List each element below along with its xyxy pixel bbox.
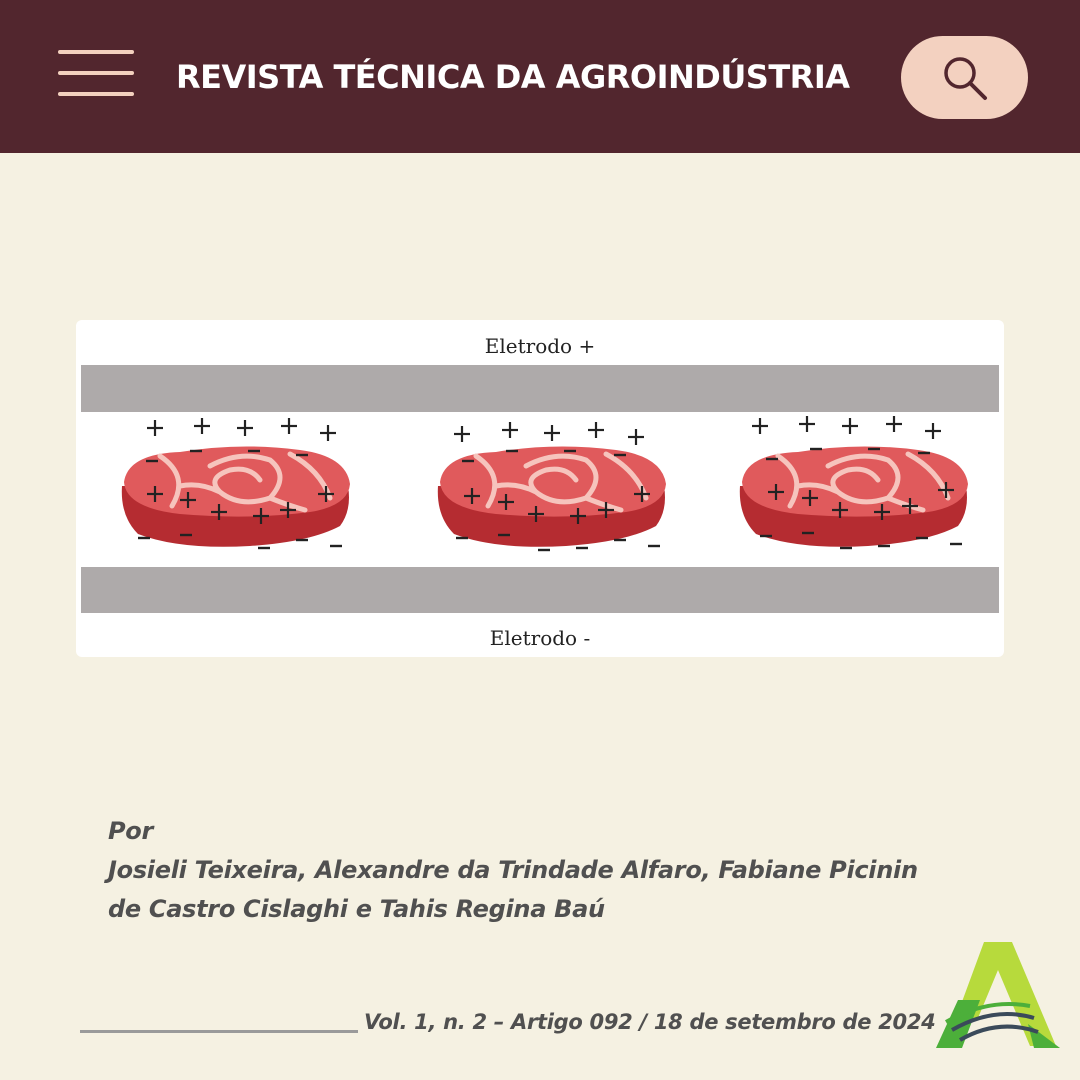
journal-logo-icon [936,942,1060,1048]
footer-divider [80,1030,358,1033]
menu-line [58,50,134,54]
site-title[interactable]: REVISTA TÉCNICA DA AGROINDÚSTRIA [176,58,850,96]
article-figure: Eletrodo + Eletrodo - [76,320,1004,657]
byline-prefix: Por [108,817,154,845]
search-button[interactable] [901,36,1028,119]
search-icon [944,57,987,100]
menu-line [58,71,134,75]
electrode-diagram [81,365,999,613]
positive-electrode-label: Eletrodo + [484,334,596,358]
menu-line [58,92,134,96]
header-bar: REVISTA TÉCNICA DA AGROINDÚSTRIA [0,0,1080,153]
byline-authors-line2: de Castro Cislaghi e Tahis Regina Baú [108,895,605,923]
negative-electrode-label: Eletrodo - [489,626,591,650]
meat-sample-3 [740,446,968,546]
byline-authors-line1: Josieli Teixeira, Alexandre da Trindade … [108,856,918,884]
positive-electrode-plate [81,365,999,412]
negative-electrode-plate [81,567,999,613]
byline: Por Josieli Teixeira, Alexandre da Trind… [108,812,918,929]
article-reference: Vol. 1, n. 2 – Artigo 092 / 18 de setemb… [364,1010,936,1034]
hamburger-menu-icon[interactable] [58,48,136,98]
